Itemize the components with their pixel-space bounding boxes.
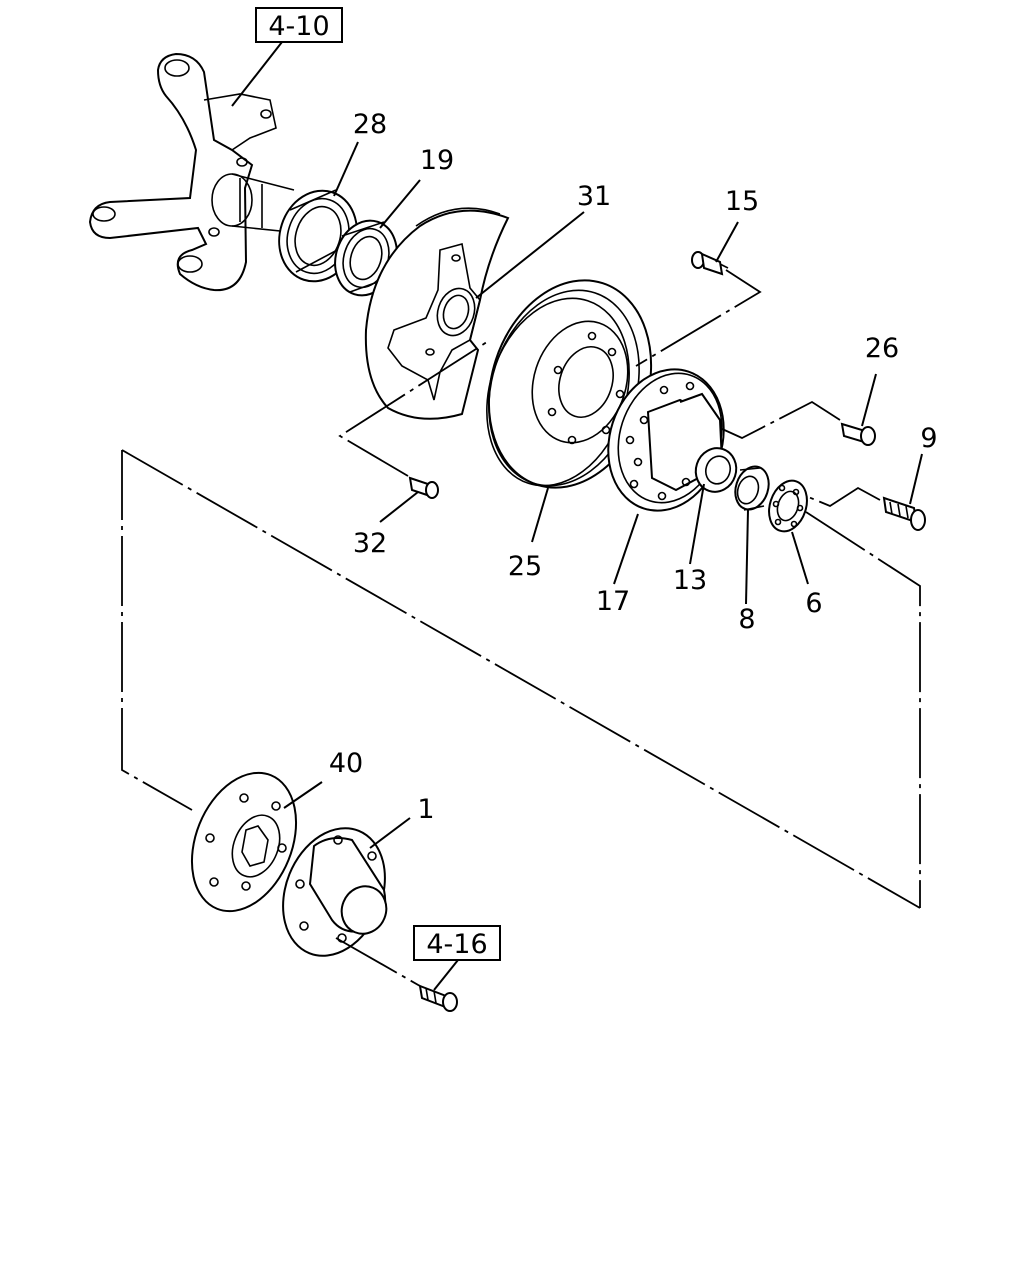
dashline-9 — [805, 486, 881, 508]
part-32-bolt — [408, 476, 439, 499]
leader-4-16 — [433, 959, 459, 991]
part-31-dust-shield — [364, 207, 510, 420]
part-9-screw — [882, 496, 926, 531]
part-8-lock-nut — [734, 465, 770, 511]
callout-8: 8 — [738, 604, 755, 635]
dashline-left-frame — [121, 450, 193, 811]
leader-8 — [745, 509, 749, 605]
dashline-4-16 — [335, 937, 421, 987]
leader-28 — [333, 141, 359, 197]
callout-32: 32 — [353, 528, 387, 559]
callout-6: 6 — [805, 588, 822, 619]
callout-17: 17 — [596, 586, 630, 617]
callout-1: 1 — [417, 794, 434, 825]
dashline-26 — [719, 400, 841, 439]
leader-9 — [909, 453, 923, 505]
callout-9: 9 — [920, 423, 937, 454]
dashline-15 — [635, 269, 762, 367]
leader-40 — [283, 781, 323, 809]
leader-1 — [369, 817, 411, 849]
steering-knuckle — [88, 52, 295, 292]
part-15-bolt — [691, 251, 729, 276]
leader-17 — [613, 513, 639, 585]
leader-25 — [531, 487, 549, 543]
callout-28: 28 — [353, 109, 387, 140]
leader-31 — [475, 211, 585, 299]
dashline-32 — [338, 339, 491, 477]
reference-box-4-10[interactable]: 4-10 — [255, 7, 343, 43]
part-17-hub — [607, 368, 738, 512]
leader-26 — [861, 373, 877, 427]
dashline-diagonal — [121, 449, 921, 909]
callout-26: 26 — [865, 333, 899, 364]
callout-31: 31 — [577, 181, 611, 212]
callout-40: 40 — [329, 748, 363, 779]
callout-25: 25 — [508, 551, 542, 582]
part-4-16-bolt — [418, 984, 458, 1012]
dashline-right-frame — [805, 511, 921, 908]
leader-19 — [379, 179, 421, 229]
reference-label-4-10: 4-10 — [268, 11, 329, 42]
leader-4-10 — [231, 41, 283, 107]
leader-15 — [715, 221, 739, 263]
part-40-drive-flange — [190, 771, 298, 913]
callout-19: 19 — [420, 145, 454, 176]
leader-32 — [379, 491, 419, 523]
callout-13: 13 — [673, 565, 707, 596]
reference-box-4-16[interactable]: 4-16 — [413, 925, 501, 961]
part-26-bolt — [840, 422, 876, 446]
callout-15: 15 — [725, 186, 759, 217]
leader-6 — [791, 531, 809, 585]
leader-13 — [689, 483, 705, 565]
reference-label-4-16: 4-16 — [426, 929, 487, 960]
part-1-hub-cap — [282, 827, 388, 957]
part-6-lock-washer — [768, 479, 808, 533]
